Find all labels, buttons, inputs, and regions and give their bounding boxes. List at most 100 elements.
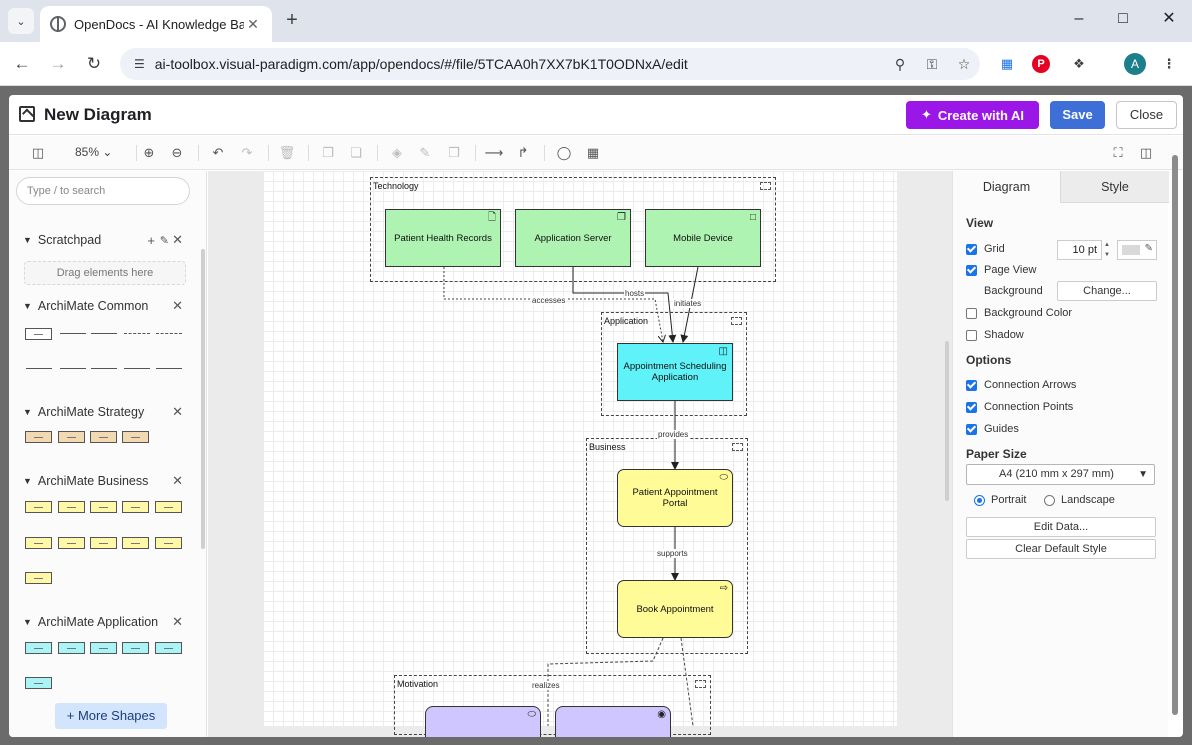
shape-grouping[interactable] — [25, 328, 52, 340]
window-close-icon[interactable]: ✕ — [1162, 10, 1176, 27]
node-mobile-device[interactable]: Mobile Device □ — [645, 209, 761, 267]
shape-business[interactable] — [58, 537, 85, 549]
landscape-option[interactable]: Landscape — [1044, 494, 1115, 506]
page-view-option[interactable]: Page View — [966, 264, 1036, 276]
fullscreen-icon[interactable]: ⛶ — [1113, 145, 1123, 160]
tab-style[interactable]: Style — [1060, 171, 1169, 203]
portrait-option[interactable]: Portrait — [974, 494, 1026, 506]
node-application-server[interactable]: Application Server ❐ — [515, 209, 631, 267]
line-color-icon[interactable]: ✎ — [419, 145, 431, 160]
zoom-in-icon[interactable]: ⊕ — [143, 145, 155, 160]
insert-table-icon[interactable]: ▦ — [586, 145, 600, 160]
tab-close-icon[interactable]: ✕ — [247, 15, 259, 32]
portrait-radio[interactable] — [974, 494, 985, 506]
shape-relation-line[interactable] — [124, 333, 150, 334]
connector-straight-icon[interactable]: ⟶ — [484, 145, 504, 160]
reload-icon[interactable]: ↻ — [86, 54, 102, 73]
create-with-ai-button[interactable]: ✦ Create with AI — [906, 101, 1039, 129]
shape-relation-line[interactable] — [60, 368, 86, 369]
clear-default-style-button[interactable]: Clear Default Style — [966, 539, 1156, 559]
diagram-page[interactable]: Technology Patient Health Records 🗋 Appl… — [263, 171, 897, 737]
shape-business[interactable] — [155, 537, 182, 549]
node-patient-appointment-portal[interactable]: Patient Appointment Portal ⬭ — [617, 469, 733, 527]
node-patient-health-records[interactable]: Patient Health Records 🗋 — [385, 209, 501, 267]
shape-relation-line[interactable] — [26, 368, 52, 369]
back-arrow-icon[interactable]: ← — [13, 54, 31, 73]
section-archimate-application[interactable]: ▼ ArchiMate Application ✕ — [23, 613, 183, 631]
connector-waypoint-icon[interactable]: ↱ — [517, 145, 529, 160]
minimize-icon[interactable]: – — [1074, 10, 1084, 27]
grid-option[interactable]: Grid — [966, 243, 1005, 255]
guides-option[interactable]: Guides — [966, 423, 1019, 435]
toggle-format-panel-icon[interactable]: ◫ — [1139, 145, 1153, 160]
shape-relation-line[interactable] — [156, 368, 182, 369]
shape-search-input[interactable]: Type / to search — [16, 177, 190, 205]
shape-business[interactable] — [155, 501, 182, 513]
background-color-option[interactable]: Background Color — [966, 307, 1072, 319]
shape-application[interactable] — [58, 642, 85, 654]
zoom-out-icon[interactable]: ⊖ — [171, 145, 183, 160]
group-motivation[interactable]: Motivation — [394, 675, 711, 735]
section-archimate-strategy[interactable]: ▼ ArchiMate Strategy ✕ — [23, 403, 183, 421]
grid-size-input[interactable]: 10 pt — [1057, 240, 1102, 260]
grid-color-picker[interactable]: ✎ — [1117, 240, 1157, 260]
redo-icon[interactable]: ↷ — [241, 145, 253, 160]
shadow-icon[interactable]: ❒ — [448, 145, 460, 160]
close-button[interactable]: Close — [1116, 101, 1177, 129]
toggle-sidebar-icon[interactable]: ◫ — [31, 145, 45, 160]
new-tab-plus-icon[interactable]: + — [286, 9, 298, 31]
node-book-appointment[interactable]: Book Appointment ⇨ — [617, 580, 733, 638]
insert-shape-icon[interactable]: ◯ — [556, 145, 572, 160]
shape-business[interactable] — [122, 537, 149, 549]
extension-docs-icon[interactable]: ▦ — [1000, 56, 1014, 71]
undo-icon[interactable]: ↶ — [212, 145, 224, 160]
shadow-checkbox[interactable] — [966, 329, 977, 341]
shape-application[interactable] — [25, 677, 52, 689]
shape-relation-line[interactable] — [91, 368, 117, 369]
fill-color-icon[interactable]: ◈ — [392, 145, 402, 160]
save-button[interactable]: Save — [1050, 101, 1105, 129]
diagram-canvas[interactable]: Technology Patient Health Records 🗋 Appl… — [208, 171, 952, 737]
forward-arrow-icon[interactable]: → — [49, 54, 67, 73]
browser-menu-icon[interactable]: ⋮ — [1162, 56, 1176, 71]
edit-data-button[interactable]: Edit Data... — [966, 517, 1156, 537]
shape-strategy[interactable] — [25, 431, 52, 443]
section-archimate-common[interactable]: ▼ ArchiMate Common ✕ — [23, 297, 183, 315]
tab-diagram[interactable]: Diagram — [953, 171, 1060, 203]
omnibox[interactable]: ☰ ai-toolbox.visual-paradigm.com/app/ope… — [120, 48, 980, 80]
group-application[interactable]: Application — [601, 312, 747, 416]
scratchpad-dropzone[interactable]: Drag elements here — [24, 261, 186, 285]
close-icon[interactable]: ✕ — [172, 298, 183, 313]
tab-search-chevron-icon[interactable]: ⌄ — [8, 8, 34, 34]
group-technology[interactable]: Technology — [370, 177, 776, 282]
bookmark-star-icon[interactable]: ☆ — [957, 55, 971, 72]
close-icon[interactable]: ✕ — [172, 473, 183, 488]
shape-application[interactable] — [25, 642, 52, 654]
paper-size-select[interactable]: A4 (210 mm x 297 mm) ▼ — [966, 464, 1155, 485]
sidebar-scrollbar[interactable] — [201, 249, 205, 549]
node-motivation-goal[interactable]: ◉ — [555, 706, 671, 737]
editor-scrollbar[interactable] — [1172, 155, 1178, 715]
shape-strategy[interactable] — [122, 431, 149, 443]
to-front-icon[interactable]: ❐ — [322, 145, 334, 160]
maximize-icon[interactable]: □ — [1118, 10, 1128, 27]
zoom-magnifier-icon[interactable]: ⚲ — [894, 55, 906, 72]
close-icon[interactable]: ✕ — [172, 232, 183, 247]
shape-application[interactable] — [90, 642, 117, 654]
extensions-puzzle-icon[interactable]: ❖ — [1073, 56, 1085, 71]
scratchpad-header[interactable]: ▼ Scratchpad + ✎ ✕ — [23, 231, 183, 249]
grid-size-stepper[interactable]: ▲▼ — [1104, 242, 1110, 258]
shape-business[interactable] — [90, 501, 117, 513]
grid-checkbox[interactable] — [966, 243, 977, 255]
shape-application[interactable] — [122, 642, 149, 654]
background-color-checkbox[interactable] — [966, 307, 977, 319]
landscape-radio[interactable] — [1044, 494, 1055, 506]
shape-relation-line[interactable] — [156, 333, 182, 334]
delete-trash-icon[interactable]: 🗑 — [278, 145, 296, 160]
shape-relation-line[interactable] — [91, 333, 117, 334]
site-settings-icon[interactable]: ☰ — [134, 57, 145, 71]
section-archimate-business[interactable]: ▼ ArchiMate Business ✕ — [23, 472, 183, 490]
connection-arrows-option[interactable]: Connection Arrows — [966, 379, 1076, 391]
shadow-option[interactable]: Shadow — [966, 329, 1024, 341]
add-icon[interactable]: + — [147, 232, 155, 248]
